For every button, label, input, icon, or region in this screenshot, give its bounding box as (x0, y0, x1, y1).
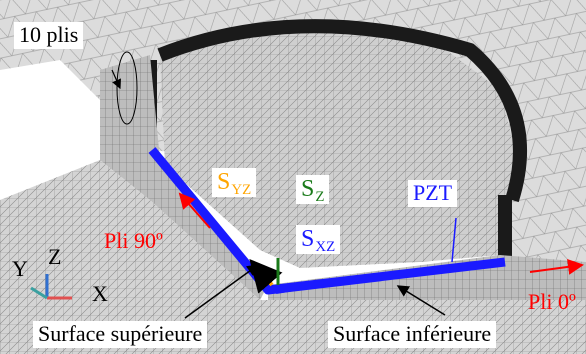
surface-bottom-leader (396, 285, 446, 316)
pzt-label: PZT (408, 180, 458, 207)
plies-label: 10 plis (14, 22, 84, 49)
axis-y-arrow (30, 286, 48, 300)
plies-leader (111, 69, 121, 90)
s-xz-label: SXZ (296, 225, 341, 255)
s-xz-marker (275, 286, 301, 294)
surface-top-leader (184, 264, 260, 319)
axis-z-label: Z (48, 244, 62, 269)
surface-top-label: Surface supérieure (33, 321, 208, 348)
ply-0-label: Pli 0º (528, 289, 576, 314)
curved-ply-boundary (157, 19, 527, 203)
surface-bottom-label: Surface inférieure (328, 321, 497, 348)
s-yz-label: SYZ (212, 168, 257, 198)
pzt-leader (451, 217, 457, 263)
top-surface-mesh-lines (160, 25, 520, 268)
ply-90-arrow (178, 192, 211, 229)
ply-90-label: Pli 90º (104, 228, 163, 253)
ply-0-arrow (529, 258, 584, 275)
front-side-layers (268, 255, 586, 300)
s-z-label: SZ (296, 175, 330, 205)
axis-x-label: X (92, 281, 108, 306)
axis-y-label: Y (12, 256, 28, 281)
lower-mesh-lines (0, 160, 586, 354)
